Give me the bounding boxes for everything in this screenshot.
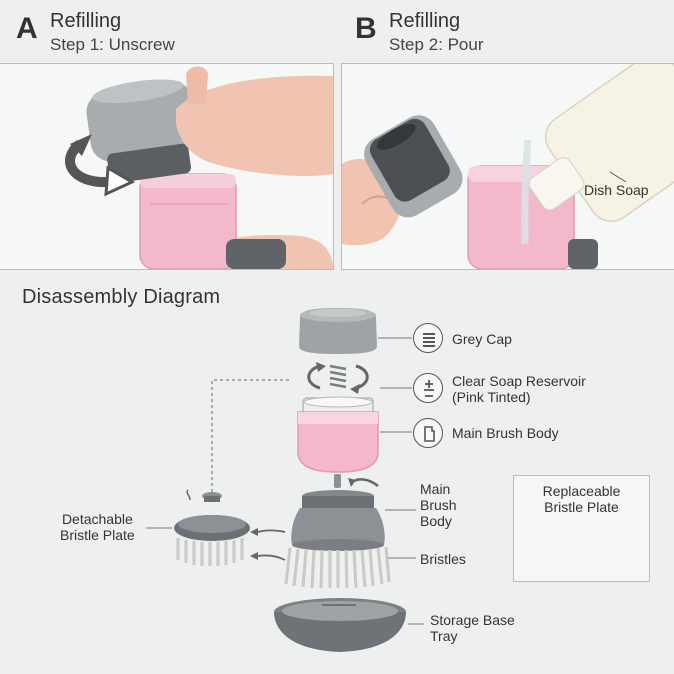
main-brush-body-label: Main Brush Body: [420, 481, 457, 529]
plus-minus-icon: [413, 373, 443, 403]
bristles-part: [284, 546, 391, 589]
panel-b-letter: B: [355, 12, 377, 45]
storage-tray-label: Storage Base Tray: [430, 612, 515, 644]
reservoir-part: [297, 396, 379, 473]
brush-body-icon: [413, 418, 443, 448]
diagram-title: Disassembly Diagram: [22, 286, 221, 308]
main-brush-body-part: [291, 490, 385, 551]
grey-cap-label: Grey Cap: [452, 331, 512, 347]
panel-a-letter: A: [16, 12, 38, 45]
panel-b-step: Step 2: Pour: [389, 35, 484, 54]
panel-a-title: Refilling: [50, 10, 122, 32]
grey-cap-part: [299, 308, 377, 354]
inset-label: Replaceable Bristle Plate: [542, 483, 621, 515]
unscrew-illustration: [65, 66, 333, 269]
panel-b-header: B Refilling Step 2: Pour: [355, 8, 655, 62]
panel-b-photo: Dish Soap: [341, 63, 674, 270]
detachable-plate-label: Detachable Bristle Plate: [60, 511, 135, 543]
spring-icon: [413, 323, 443, 353]
panel-a-header: A Refilling Step 1: Unscrew: [16, 8, 336, 62]
storage-tray-part: [274, 598, 406, 652]
bristles-label: Bristles: [420, 551, 466, 567]
panel-b-title: Refilling: [389, 10, 461, 32]
panel-a-photo: [0, 63, 334, 270]
spring-part: [329, 364, 347, 389]
detachable-plate-part: [174, 489, 250, 566]
replaceable-plate-inset: Replaceable Bristle Plate: [513, 475, 650, 582]
reservoir-label: Clear Soap Reservoir (Pink Tinted): [452, 373, 586, 405]
dish-soap-label: Dish Soap: [584, 182, 649, 198]
pour-illustration: [342, 64, 674, 269]
main-brush-body-label-top: Main Brush Body: [452, 425, 559, 441]
panel-a-step: Step 1: Unscrew: [50, 35, 175, 54]
